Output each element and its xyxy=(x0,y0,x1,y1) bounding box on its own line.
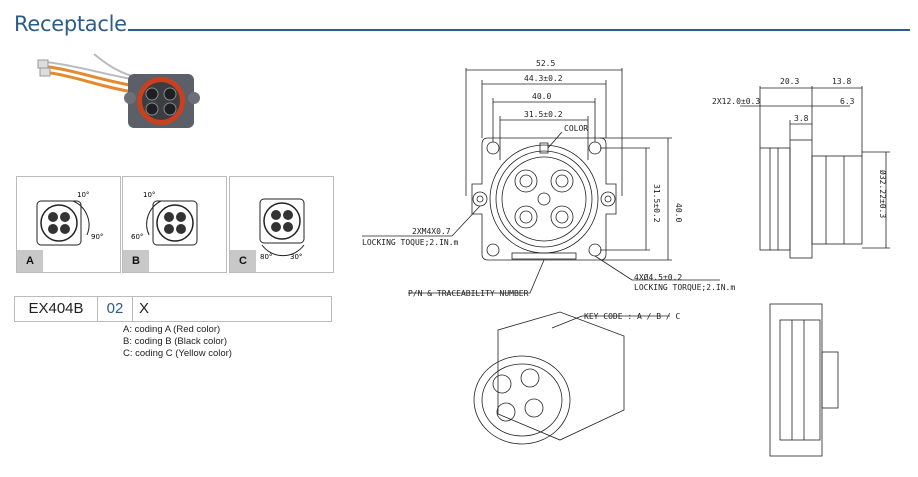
color-label: COLOR xyxy=(564,124,588,133)
key-note: KEY CODE : A / B / C xyxy=(584,312,681,321)
dim-label: 13.8 xyxy=(832,77,851,86)
dim-label: 40.0 xyxy=(532,92,551,101)
dim-label: 52.5 xyxy=(536,59,555,68)
hole-note: 4XØ4.5±0.2 xyxy=(634,272,682,282)
dim-label: 31.5±0.2 xyxy=(652,184,661,223)
angle-label: 10° xyxy=(143,191,155,199)
angle-label: 90° xyxy=(91,233,103,241)
angle-label: 80° xyxy=(260,253,272,261)
view-tag-b: B xyxy=(123,250,149,272)
angle-label: 30° xyxy=(290,253,302,261)
view-tag-a: A xyxy=(17,250,43,272)
coding-item: A: coding A (Red color) xyxy=(123,324,221,335)
dim-label: 2X12.0±0.3 xyxy=(712,97,760,106)
dim-label: 40.0 xyxy=(674,203,683,222)
dim-label: 6.3 xyxy=(840,97,855,106)
view-tag-c: C xyxy=(230,250,256,272)
front-view-labels: 52.5 44.3±0.2 40.0 31.5±0.2 COLOR 40.0 3… xyxy=(362,59,735,321)
coding-legend: A: coding A (Red color) B: coding B (Bla… xyxy=(123,324,232,360)
part-number-base: EX404B xyxy=(15,297,98,321)
part-number-suffix: X xyxy=(139,300,150,317)
coding-view-b: 10° 60° B xyxy=(122,176,227,273)
screw-note: 2XM4X0.7 xyxy=(412,227,451,236)
part-number-table: EX404B 02 X xyxy=(14,296,332,322)
connector-face-a: 10° 90° xyxy=(36,191,103,246)
page-title: Receptacle xyxy=(14,12,127,36)
dim-label: 20.3 xyxy=(780,77,799,86)
dim-label: Ø32.22±0.3 xyxy=(878,170,888,218)
connector-face-c: 80° 30° xyxy=(259,198,305,261)
dim-label: 44.3±0.2 xyxy=(524,74,563,83)
dim-label: 3.8 xyxy=(794,114,809,123)
side-view-labels: 20.3 13.8 2X12.0±0.3 6.3 3.8 Ø32.22±0.3 xyxy=(712,77,888,218)
title-rule xyxy=(128,29,910,31)
coding-item: B: coding B (Black color) xyxy=(123,336,228,347)
dim-label: 31.5±0.2 xyxy=(524,110,563,119)
screw-note: LOCKING TOQUE;2.IN.m xyxy=(362,238,459,247)
product-photo xyxy=(37,53,200,128)
part-number-mid: 02 xyxy=(98,297,133,321)
coding-view-a: 10° 90° A xyxy=(16,176,121,273)
pn-note: P/N & TRACEABILITY NUMBER xyxy=(408,289,529,298)
connector-face-b: 10° 60° xyxy=(131,191,198,246)
angle-label: 60° xyxy=(131,233,143,241)
coding-item: C: coding C (Yellow color) xyxy=(123,348,232,359)
coding-view-c: 80° 30° C xyxy=(229,176,334,273)
hole-note: LOCKING TORQUE;2.IN.m xyxy=(634,283,735,292)
angle-label: 10° xyxy=(77,191,89,199)
